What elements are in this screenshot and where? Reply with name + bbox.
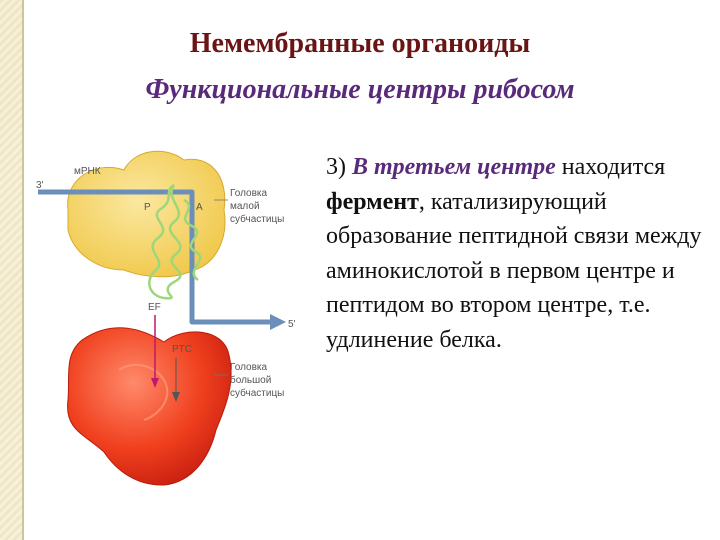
five-prime-label: 5' bbox=[288, 319, 296, 330]
text-line1: находится bbox=[561, 154, 666, 180]
large-subunit-label-1: Головка bbox=[230, 362, 268, 373]
trna-coil bbox=[148, 183, 202, 300]
ef-arrowhead bbox=[151, 378, 159, 388]
ribosome-figure: мРНК 3' 5' P A EF PTC Головка малой субч… bbox=[24, 130, 306, 490]
small-subunit-shape bbox=[67, 150, 226, 278]
large-subunit-label-3: субчастицы bbox=[230, 387, 284, 399]
mrna-label: мРНК bbox=[74, 166, 101, 177]
decorative-left-line bbox=[22, 0, 24, 540]
ef-label: EF bbox=[148, 302, 161, 313]
decorative-left-strip bbox=[0, 0, 22, 540]
slide-title: Немембранные органоиды bbox=[189, 28, 531, 59]
ptc-label: PTC bbox=[172, 344, 192, 355]
slide-subtitle: Функциональные центры рибосом bbox=[145, 74, 575, 105]
item-number: 3) bbox=[326, 154, 346, 180]
mrna-strand bbox=[38, 189, 270, 325]
ptc-arrowhead bbox=[172, 392, 180, 402]
large-subunit-label-2: большой bbox=[230, 374, 271, 386]
ribosome-diagram: мРНК 3' 5' P A EF PTC Головка малой субч… bbox=[36, 150, 296, 486]
small-subunit-label-3: субчастицы bbox=[230, 213, 284, 225]
three-prime-label: 3' bbox=[36, 180, 44, 191]
center-phrase: В третьем центре bbox=[352, 154, 556, 180]
large-subunit-fold bbox=[118, 363, 169, 421]
enzyme-word: фермент bbox=[326, 188, 419, 215]
large-subunit-shape bbox=[67, 327, 232, 486]
p-site-label: P bbox=[144, 202, 151, 213]
mrna-arrowhead bbox=[270, 314, 286, 330]
a-site-label: A bbox=[196, 202, 203, 213]
text-rest: катализирующий образование пептидной свя… bbox=[326, 188, 702, 353]
enzyme-comma: , bbox=[418, 188, 425, 215]
small-subunit-label-2: малой bbox=[230, 201, 260, 212]
body-text: 3) В третьем центре находится фермент, к… bbox=[326, 150, 706, 357]
small-subunit-label-1: Головка bbox=[230, 188, 268, 199]
